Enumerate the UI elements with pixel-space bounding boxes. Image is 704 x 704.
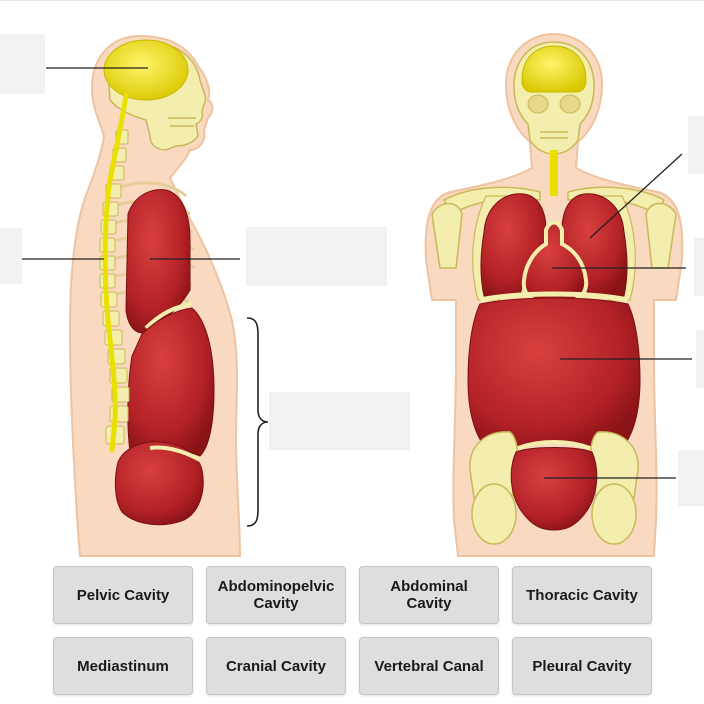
- label-vertebral-canal[interactable]: Vertebral Canal: [359, 637, 499, 695]
- side-spinal-cord: [102, 93, 129, 453]
- label-abdominopelvic-cavity[interactable]: Abdominopelvic Cavity: [206, 566, 346, 624]
- drop-zone-side-thoracic[interactable]: [246, 227, 387, 286]
- drop-zone-side-vertebral[interactable]: [0, 228, 22, 284]
- side-brain: [103, 39, 189, 101]
- label-pleural-cavity[interactable]: Pleural Cavity: [512, 637, 652, 695]
- front-abdominal-organ: [467, 297, 641, 451]
- drop-zone-front-pleural[interactable]: [688, 116, 704, 174]
- label-thoracic-cavity[interactable]: Thoracic Cavity: [512, 566, 652, 624]
- drop-zone-side-cranial[interactable]: [0, 34, 45, 94]
- label-text: Abdominal Cavity: [390, 578, 468, 612]
- side-pelvic-organ: [114, 441, 204, 526]
- label-text: Mediastinum: [77, 657, 169, 675]
- label-mediastinum[interactable]: Mediastinum: [53, 637, 193, 695]
- side-thoracic-organ: [125, 189, 191, 334]
- leader-line-front-pleural: [589, 153, 683, 239]
- front-brain: [521, 45, 587, 93]
- label-text: Abdominopelvic Cavity: [217, 578, 335, 612]
- drop-zone-front-mediastinum[interactable]: [694, 238, 704, 296]
- drop-zone-side-abdominopelvic[interactable]: [269, 392, 410, 450]
- top-divider: [0, 0, 704, 1]
- front-pelvic-organ: [510, 447, 598, 531]
- body-cavities-diagram: [0, 32, 704, 557]
- drop-zone-front-pelvic[interactable]: [678, 450, 704, 506]
- side-abdominal-organ: [127, 307, 215, 457]
- front-pelvis: [469, 431, 639, 545]
- side-view-figure: [68, 34, 269, 557]
- front-mediastinum: [521, 220, 589, 307]
- label-text: Vertebral Canal: [374, 657, 484, 675]
- label-text: Pelvic Cavity: [76, 586, 170, 604]
- abdominopelvic-bracket: [246, 317, 269, 527]
- label-abdominal-cavity[interactable]: Abdominal Cavity: [359, 566, 499, 624]
- label-text: Cranial Cavity: [225, 657, 327, 675]
- label-text: Pleural Cavity: [532, 657, 632, 675]
- label-pelvic-cavity[interactable]: Pelvic Cavity: [53, 566, 193, 624]
- label-text: Thoracic Cavity: [526, 586, 638, 604]
- drop-zone-front-abdominal[interactable]: [696, 330, 704, 388]
- label-cranial-cavity[interactable]: Cranial Cavity: [206, 637, 346, 695]
- front-view-figure: [424, 32, 684, 557]
